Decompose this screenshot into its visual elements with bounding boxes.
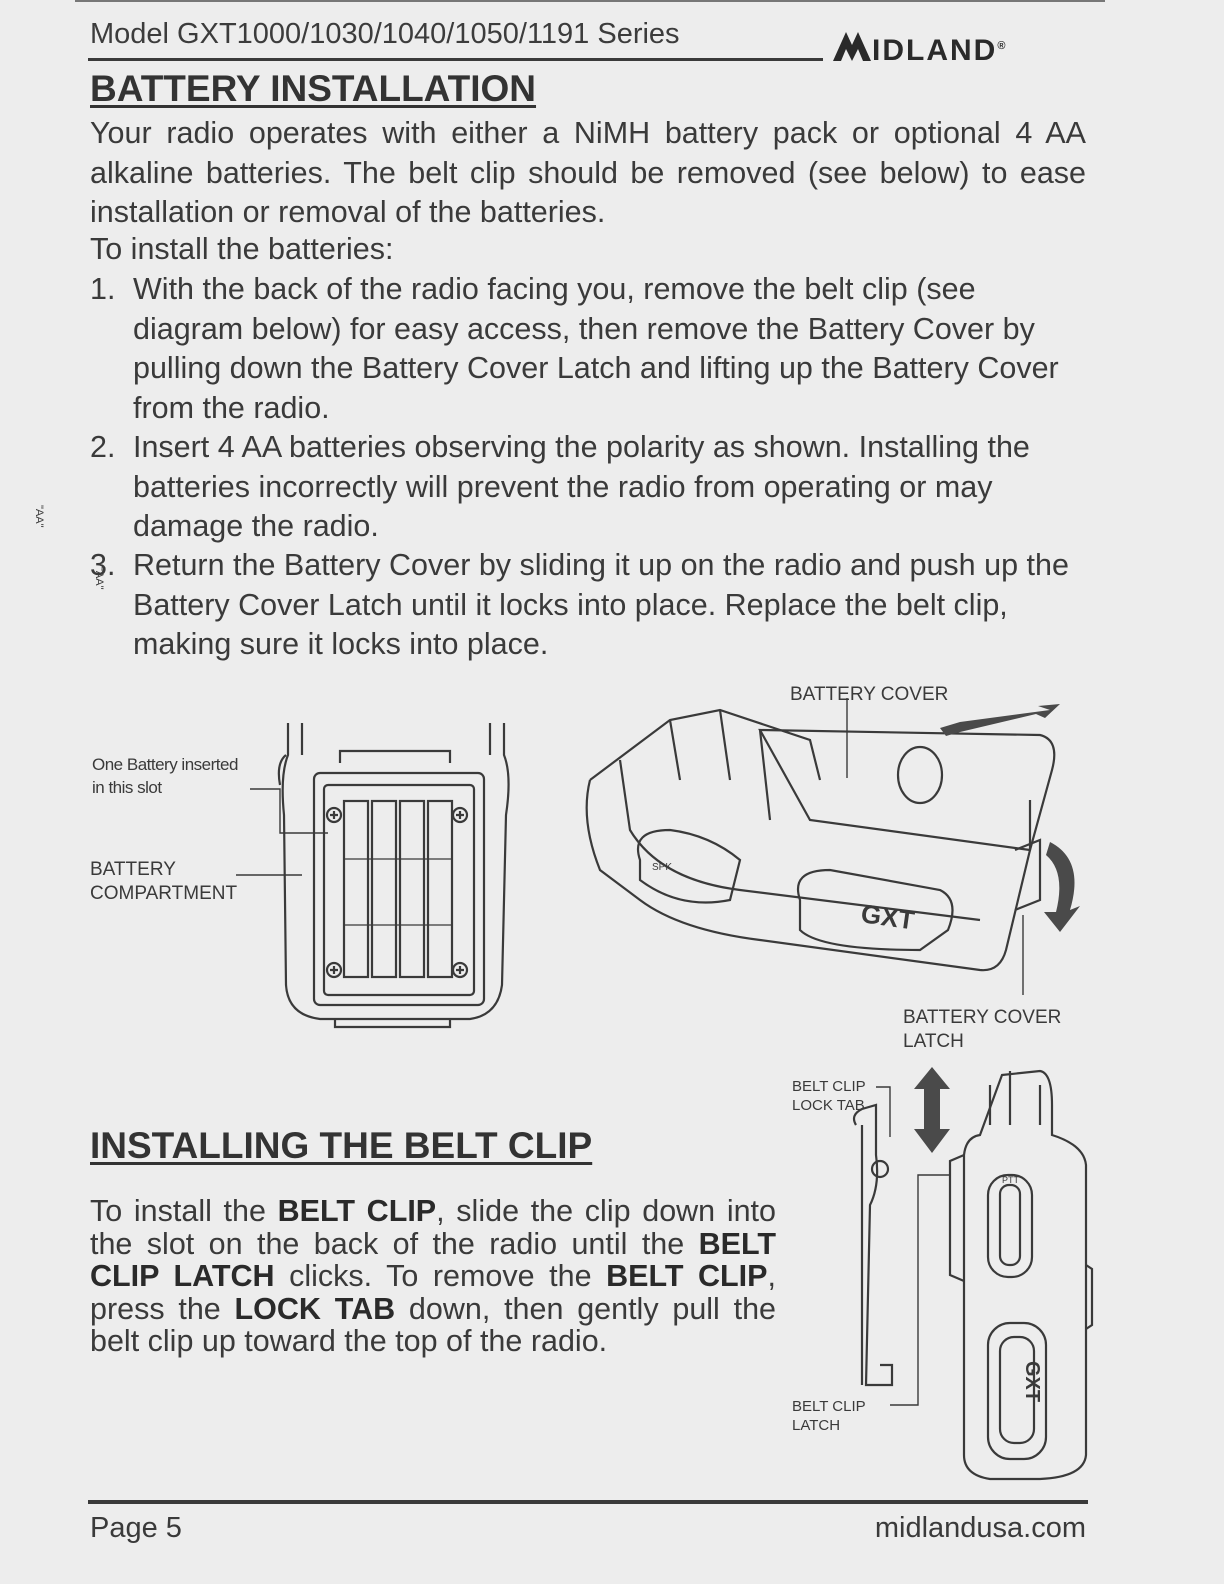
text-run: clicks. To remove the: [274, 1259, 607, 1293]
belt-clip-latch-label: BELT CLIP LATCH: [792, 1397, 866, 1435]
battery-cover-diagram: GXT SPK: [585, 698, 1080, 995]
battery-compartment-label: BATTERY COMPARTMENT: [90, 858, 237, 906]
step-3: 3. Return the Battery Cover by sliding i…: [90, 546, 1090, 665]
belt-clip-title: INSTALLING THE BELT CLIP: [90, 1125, 593, 1166]
label-line: One Battery inserted: [92, 755, 238, 774]
label-line: BATTERY: [90, 859, 176, 880]
belt-clip-diagram: PTT GXT: [852, 1067, 1094, 1481]
aa-polarity-label: "AA": [33, 505, 45, 528]
slide-double-arrow-icon: [940, 704, 1060, 736]
label-line: in this slot: [92, 778, 162, 797]
bold-run: LOCK TAB: [234, 1291, 396, 1326]
bold-run: BELT CLIP LATCH: [90, 1226, 776, 1293]
bold-run: BELT CLIP: [606, 1259, 768, 1293]
install-intro-text: To install the batteries:: [90, 232, 394, 266]
logo-text: IDLAND: [872, 34, 998, 67]
belt-clip-paragraph: To install the BELT CLIP, slide the clip…: [90, 1195, 776, 1358]
text-run: down, then gently pull the belt clip up …: [90, 1291, 776, 1358]
label-line: BELT CLIP: [792, 1078, 866, 1095]
step-1: 1. With the back of the radio facing you…: [90, 270, 1090, 428]
page-top-edge: [75, 0, 1105, 2]
aa-polarity-label: "AA": [93, 567, 105, 590]
header-rule: [88, 58, 823, 61]
bold-run: BELT CLIP: [277, 1194, 437, 1228]
website-url: midlandusa.com: [874, 1512, 1086, 1544]
gxt-logo-text: GXT: [859, 898, 916, 935]
step-number: 2.: [90, 430, 116, 464]
midland-logo-m-icon: [833, 32, 871, 61]
label-line: LATCH: [792, 1417, 841, 1434]
header-model-text: Model GXT1000/1030/1040/1050/1191 Series: [90, 18, 680, 50]
label-line: COMPARTMENT: [90, 883, 238, 904]
step-2: 2. Insert 4 AA batteries observing the p…: [90, 428, 1090, 547]
vertical-double-arrow-icon: [914, 1067, 950, 1153]
battery-installation-title: BATTERY INSTALLATION: [90, 68, 537, 109]
battery-cover-latch-label: BATTERY COVER LATCH: [903, 1006, 1061, 1054]
text-run: , press the: [90, 1259, 776, 1326]
text-run: , slide the clip down into the slot on t…: [90, 1194, 776, 1261]
spk-label: SPK: [652, 862, 672, 873]
footer-rule: [88, 1500, 1088, 1504]
label-line: BATTERY COVER: [903, 1007, 1062, 1028]
step-text: Insert 4 AA batteries observing the pola…: [133, 430, 1030, 543]
ptt-label: PTT: [1002, 1175, 1020, 1185]
step-text: Return the Battery Cover by sliding it u…: [133, 548, 1069, 661]
text-run: To install the: [90, 1194, 278, 1228]
gxt-side-label: GXT: [1021, 1361, 1043, 1402]
curved-arrow-icon: [1044, 842, 1080, 932]
belt-clip-lock-tab-label: BELT CLIP LOCK TAB: [792, 1077, 866, 1115]
one-battery-label: One Battery inserted in this slot: [92, 753, 238, 799]
label-line: LOCK TAB: [792, 1097, 865, 1114]
label-line: LATCH: [903, 1031, 964, 1052]
label-line: BELT CLIP: [792, 1398, 866, 1415]
page-number: Page 5: [90, 1512, 182, 1544]
step-text: With the back of the radio facing you, r…: [133, 272, 1059, 425]
step-number: 1.: [90, 272, 116, 306]
step-number: 3.: [90, 548, 116, 582]
battery-intro-paragraph: Your radio operates with either a NiMH b…: [90, 116, 1086, 229]
battery-compartment-diagram: "AA" "AA": [33, 505, 510, 1029]
midland-logo: IDLAND®: [832, 30, 1007, 68]
battery-cover-label: BATTERY COVER: [790, 684, 949, 705]
